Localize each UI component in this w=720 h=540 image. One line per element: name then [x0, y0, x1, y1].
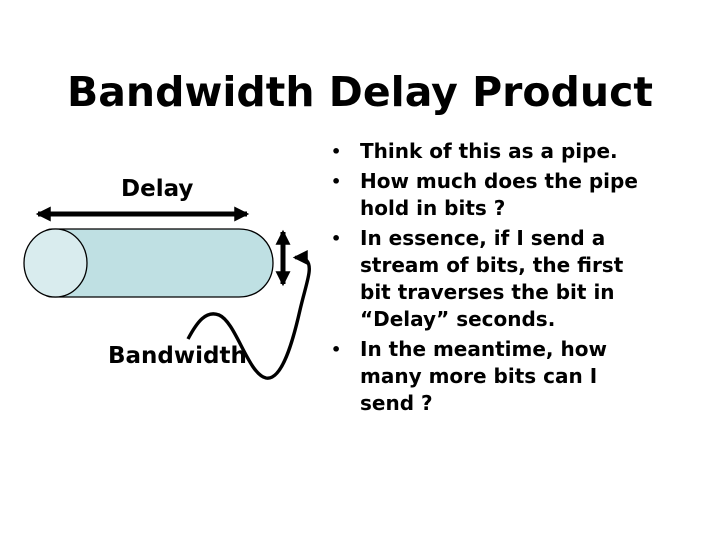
bullet-item-2: • How much does the pipe hold in bits ?: [331, 168, 717, 222]
pipe-end-ellipse: [23, 228, 88, 298]
bullet-text-2: How much does the pipe hold in bits ?: [360, 169, 638, 220]
bullet-item-1: • Think of this as a pipe.: [331, 138, 717, 165]
delay-label: Delay: [121, 176, 194, 202]
bullet-dot: •: [331, 229, 342, 248]
bullet-dot: •: [331, 172, 342, 191]
bullet-item-4: • In the meantime, how many more bits ca…: [331, 336, 717, 417]
bandwidth-pointer-curve: [186, 250, 311, 380]
slide-title: Bandwidth Delay Product: [67, 68, 653, 116]
bullet-list: • Think of this as a pipe. • How much do…: [331, 138, 717, 420]
bullet-text-3: In essence, if I send a stream of bits, …: [360, 226, 624, 331]
bullet-dot: •: [331, 340, 342, 359]
bullet-item-3: • In essence, if I send a stream of bits…: [331, 225, 717, 333]
bandwidth-label: Bandwidth: [108, 343, 247, 369]
bullet-text-1: Think of this as a pipe.: [360, 139, 618, 163]
bullet-text-4: In the meantime, how many more bits can …: [360, 337, 607, 415]
bullet-dot: •: [331, 142, 342, 161]
